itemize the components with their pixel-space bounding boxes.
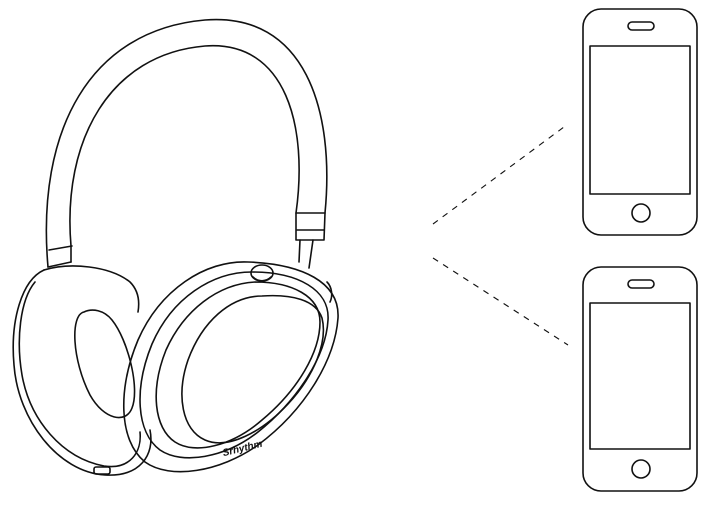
smartphone-icon-bottom	[582, 266, 698, 492]
connection-line-bottom	[432, 257, 569, 346]
left-ear-cup	[12, 265, 152, 476]
headband	[45, 18, 328, 269]
headphones-icon: Srhythm	[12, 18, 339, 476]
wireless-link-icon	[432, 123, 569, 346]
connection-line-top	[432, 123, 569, 225]
right-ear-cup: Srhythm	[123, 261, 339, 473]
smartphone-icon-top	[582, 8, 698, 236]
